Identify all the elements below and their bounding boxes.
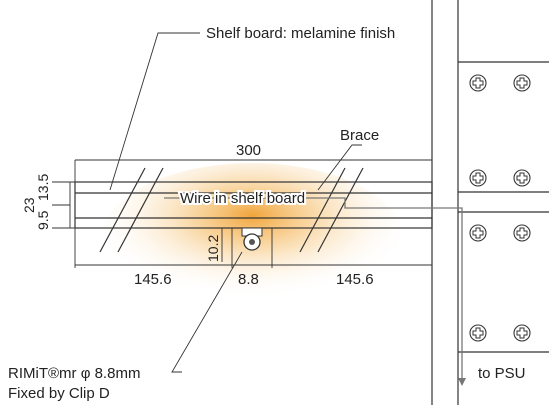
screw-head-icon: [513, 169, 531, 187]
rimit-label: RIMiT®mr φ 8.8mm: [8, 365, 140, 382]
extension-lines: [52, 159, 432, 268]
dim-lower-height: 9.5: [35, 210, 51, 230]
dim-height-total: 23: [21, 197, 37, 213]
shelf-board-label: Shelf board: melamine finish: [206, 25, 395, 42]
hatching: [99, 167, 364, 253]
brace-label: Brace: [340, 127, 379, 144]
dim-light-width: 8.8: [238, 271, 259, 288]
screw-head-icon: [513, 74, 531, 92]
screw-head-icon: [513, 224, 531, 242]
clip-label: Fixed by Clip D: [8, 385, 110, 402]
dim-light-height: 10.2: [205, 235, 221, 262]
screw-head-icon: [513, 324, 531, 342]
wire-arrow: [458, 378, 466, 386]
dim-right-span: 145.6: [336, 271, 374, 288]
dim-width-total: 300: [236, 142, 261, 159]
rimit-light: [241, 227, 263, 251]
psu-label: to PSU: [478, 365, 526, 382]
wire-label: Wire in shelf board: [180, 190, 305, 207]
dim-upper-height: 13.5: [35, 174, 51, 201]
screw-head-icon: [469, 324, 487, 342]
leader-lines: [109, 32, 362, 373]
dim-left-span: 145.6: [134, 271, 172, 288]
wall-panel: [431, 0, 549, 405]
screw-head-icon: [469, 169, 487, 187]
screw-head-icon: [469, 74, 487, 92]
wire-path: [164, 197, 463, 380]
screw-head-icon: [469, 224, 487, 242]
